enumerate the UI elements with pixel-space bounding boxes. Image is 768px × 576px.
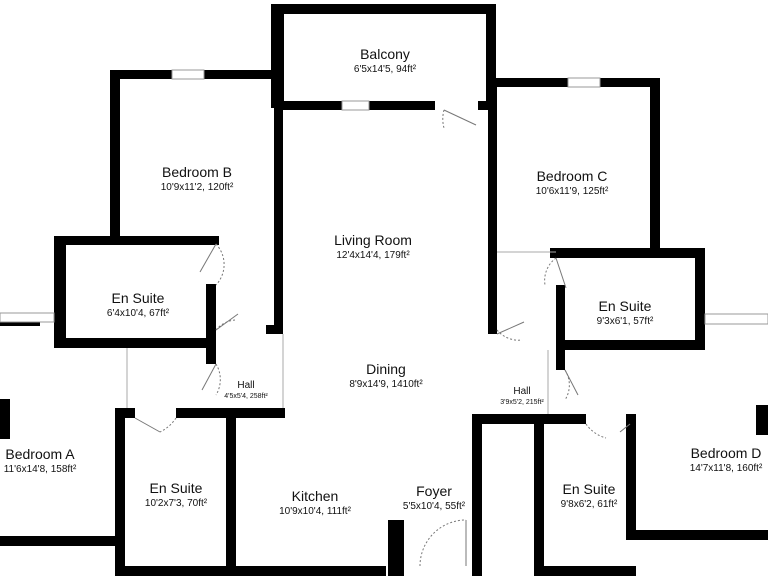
room-en-suite-4: En Suite 9'8x6'2, 61ft² [561,481,618,511]
room-dining: Dining 8'9x14'9, 1410ft² [349,361,422,391]
room-bedroom-d: Bedroom D 14'7x11'8, 160ft² [690,445,763,475]
room-dims: 9'3x6'1, 57ft² [596,316,654,327]
room-dims: 8'9x14'9, 1410ft² [349,379,423,390]
room-name: En Suite [149,480,203,496]
room-balcony: Balcony 6'5x14'5, 94ft² [354,46,416,76]
room-name: En Suite [598,298,652,314]
room-dims: 4'5x5'4, 258ft² [224,393,268,400]
room-living-room: Living Room 12'4x14'4, 179ft² [334,232,412,262]
doors [134,109,631,567]
room-name: Living Room [334,232,412,248]
room-name: Bedroom B [161,164,233,180]
room-foyer: Foyer 5'5x10'4, 55ft² [403,483,465,513]
room-dims: 3'9x5'2, 215ft² [500,399,544,406]
room-en-suite-3: En Suite 10'2x7'3, 70ft² [145,480,207,510]
room-dims: 10'9x10'4, 111ft² [279,506,351,517]
room-bedroom-b: Bedroom B 10'9x11'2, 120ft² [161,164,234,194]
room-dims: 5'5x10'4, 55ft² [402,501,466,512]
thin-lines [126,251,556,414]
room-hall-1: Hall 4'5x5'4, 258ft² [224,380,268,401]
room-name: Bedroom C [536,168,608,184]
room-en-suite-1: En Suite 6'4x10'4, 67ft² [107,290,169,320]
room-name: Hall [237,380,255,391]
room-bedroom-a: Bedroom A 11'6x14'8, 158ft² [4,446,77,476]
room-name: Kitchen [291,488,339,504]
room-name: Bedroom D [690,445,762,461]
room-dims: 10'2x7'3, 70ft² [144,498,208,509]
room-dims: 14'7x11'8, 160ft² [689,463,763,474]
room-name: Dining [366,361,406,377]
room-dims: 6'4x10'4, 67ft² [106,308,170,319]
room-name: Hall [513,386,531,397]
room-name: En Suite [111,290,165,306]
room-dims: 12'4x14'4, 179ft² [336,250,410,261]
room-hall-2: Hall 3'9x5'2, 215ft² [500,386,544,407]
room-name: Bedroom A [5,446,75,462]
room-kitchen: Kitchen 10'9x10'4, 111ft² [279,488,351,518]
room-dims: 9'8x6'2, 61ft² [560,499,618,510]
room-name: Foyer [416,483,452,499]
windows [0,69,768,325]
room-name: En Suite [562,481,616,497]
room-bedroom-c: Bedroom C 10'6x11'9, 125ft² [536,168,609,198]
room-dims: 10'6x11'9, 125ft² [535,186,609,197]
room-dims: 11'6x14'8, 158ft² [3,464,77,475]
room-dims: 6'5x14'5, 94ft² [353,64,417,75]
room-en-suite-2: En Suite 9'3x6'1, 57ft² [597,298,654,328]
room-dims: 10'9x11'2, 120ft² [160,182,234,193]
room-name: Balcony [360,46,410,62]
